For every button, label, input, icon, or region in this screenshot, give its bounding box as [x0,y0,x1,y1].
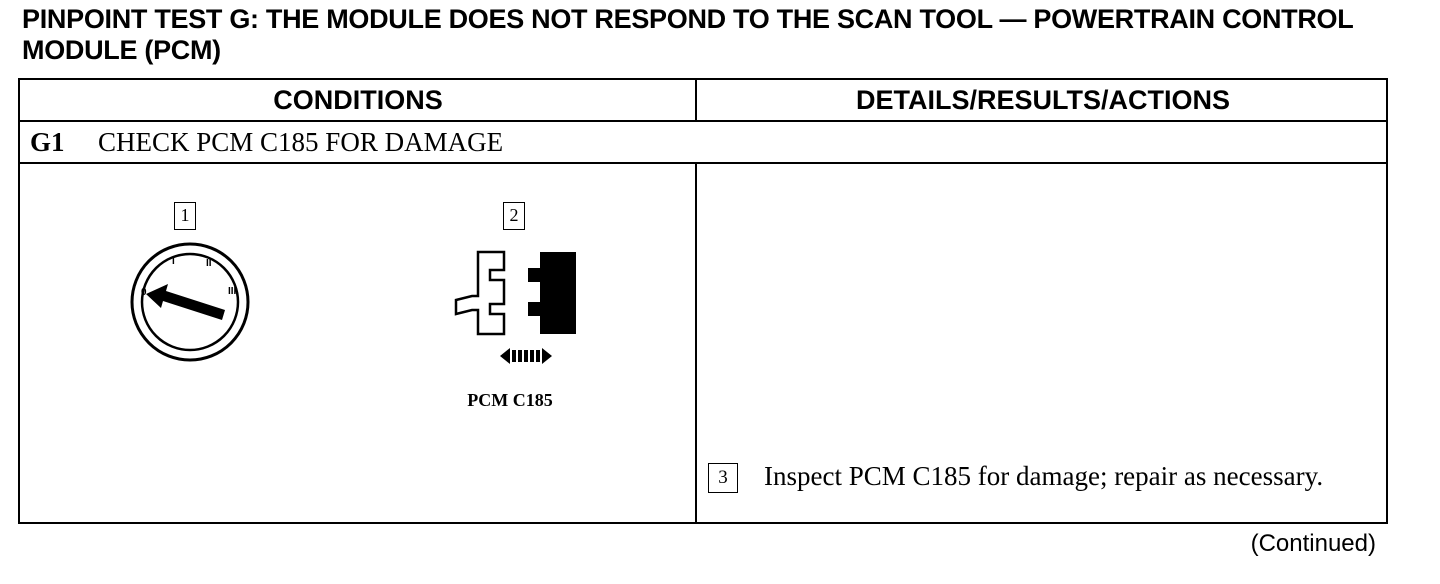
ignition-position-label: II [206,258,212,269]
table-header-row: CONDITIONS DETAILS/RESULTS/ACTIONS [20,80,1386,122]
header-details: DETAILS/RESULTS/ACTIONS [855,85,1230,115]
page-title: PINPOINT TEST G: THE MODULE DOES NOT RES… [22,4,1353,65]
header-conditions: CONDITIONS [273,85,443,115]
ignition-position-label: III [228,286,237,297]
conditions-cell: 1 0 I II III 2 PCM C185 [20,164,695,524]
pinpoint-test-table: CONDITIONS DETAILS/RESULTS/ACTIONS G1 CH… [18,78,1388,524]
column-divider [695,164,697,524]
illustration-number-1: 1 [174,202,196,230]
ignition-switch-icon: 0 I II III [130,242,250,362]
action-number: 3 [708,463,738,493]
step-row: G1 CHECK PCM C185 FOR DAMAGE [20,122,1386,164]
connector-disconnect-icon [454,250,576,364]
action-text: Inspect PCM C185 for damage; repair as n… [764,461,1324,491]
ignition-position-label: I [172,256,175,267]
illustration-number-2: 2 [503,202,525,230]
ignition-position-label: 0 [141,287,147,298]
step-number: G1 [30,127,65,157]
connector-label: PCM C185 [467,390,553,410]
continued-label: (Continued) [1250,530,1376,557]
column-divider [695,80,697,120]
step-title: CHECK PCM C185 FOR DAMAGE [98,127,504,157]
